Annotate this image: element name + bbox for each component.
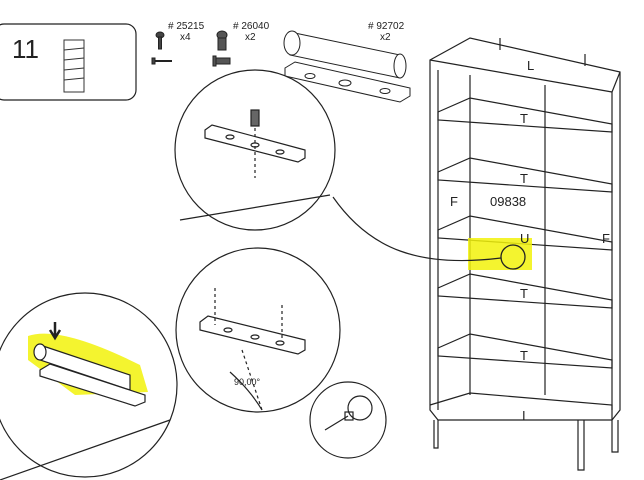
part-25215: # 25215 x4 (151, 21, 205, 65)
label-shelf: T (520, 111, 528, 126)
detail-circle-angle (175, 247, 341, 413)
bookcase-labels: L T T F 09838 U F T T I (450, 58, 610, 423)
highlight (468, 238, 532, 270)
callout-line (332, 196, 502, 262)
push-latch-icon (283, 30, 411, 103)
legs (433, 420, 619, 471)
top-arrows (499, 38, 586, 66)
angle-label: 90,00° (234, 377, 261, 387)
label-fixed-shelf: U (520, 231, 529, 246)
part-26040: # 26040 x2 (212, 21, 270, 67)
label-shelf: T (520, 171, 528, 186)
svg-text:# 26040: # 26040 (233, 21, 270, 32)
label-shelf: T (520, 348, 528, 363)
part-92702: # 92702 x2 (283, 21, 411, 103)
svg-text:x4: x4 (180, 32, 191, 43)
label-bottom: I (522, 408, 526, 423)
shelves (429, 97, 613, 420)
svg-text:# 92702: # 92702 (368, 21, 405, 32)
step-number: 11 (12, 34, 39, 64)
label-shelf: T (520, 286, 528, 301)
part-number: 09838 (490, 194, 526, 209)
wood-screw-icon (151, 31, 172, 65)
svg-text:x2: x2 (245, 32, 256, 43)
down-arrow-icon (48, 322, 62, 341)
svg-text:# 25215: # 25215 (168, 21, 205, 32)
euro-screw-icon (212, 30, 231, 67)
bookcase (429, 37, 621, 471)
label-top: L (527, 58, 534, 73)
label-side-right: F (602, 231, 610, 246)
bookcase-thumbnail-icon (63, 39, 85, 93)
step-box: 11 (0, 23, 137, 101)
detail-circle-knob (309, 381, 387, 459)
detail-callout (500, 244, 526, 270)
label-side-left: F (450, 194, 458, 209)
svg-text:x2: x2 (380, 32, 391, 43)
detail-circle-latch (0, 292, 178, 480)
detail-circle-plate (174, 69, 336, 231)
